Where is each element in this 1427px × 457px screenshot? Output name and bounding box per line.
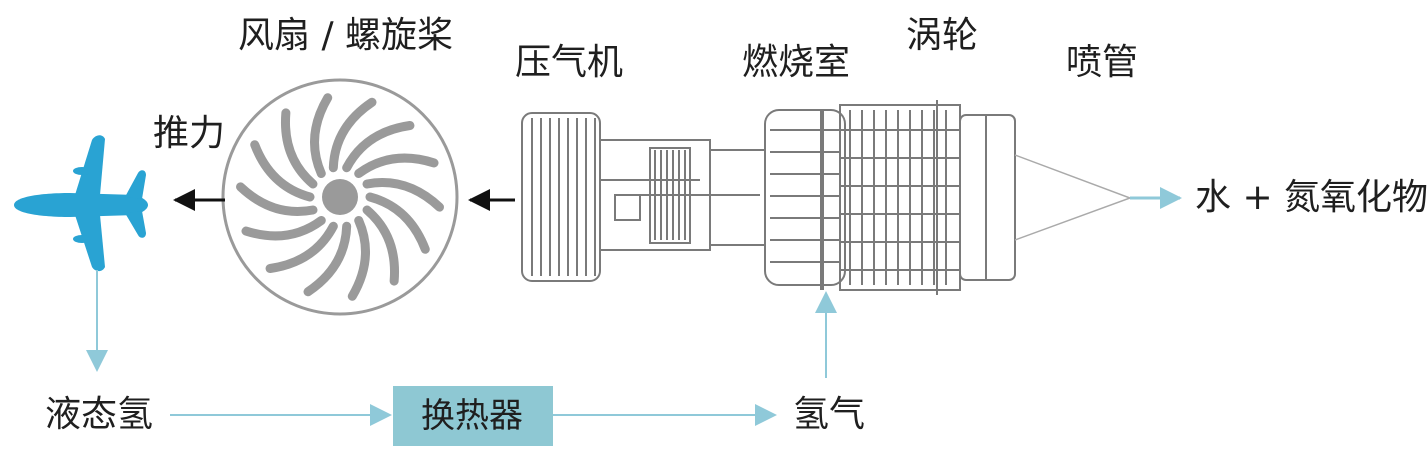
compressor-label: 压气机 [515, 42, 624, 83]
fan-label: 风扇 / 螺旋桨 [238, 15, 454, 56]
airplane-icon [14, 135, 148, 272]
combustor-label: 燃烧室 [742, 42, 851, 83]
heat-exchanger-label: 换热器 [421, 396, 523, 436]
engine-core-icon [521, 100, 1133, 295]
fan-icon [221, 78, 459, 316]
hydrogen-gas-label: 氢气 [793, 394, 866, 435]
heat-exchanger-box [393, 386, 553, 446]
nozzle-label: 喷管 [1066, 42, 1139, 83]
thrust-label: 推力 [153, 113, 226, 154]
liquid-hydrogen-label: 液态氢 [45, 394, 154, 435]
exhaust-label: 水 + 氮氧化物 [1195, 177, 1427, 218]
turbine-label: 涡轮 [906, 15, 979, 56]
